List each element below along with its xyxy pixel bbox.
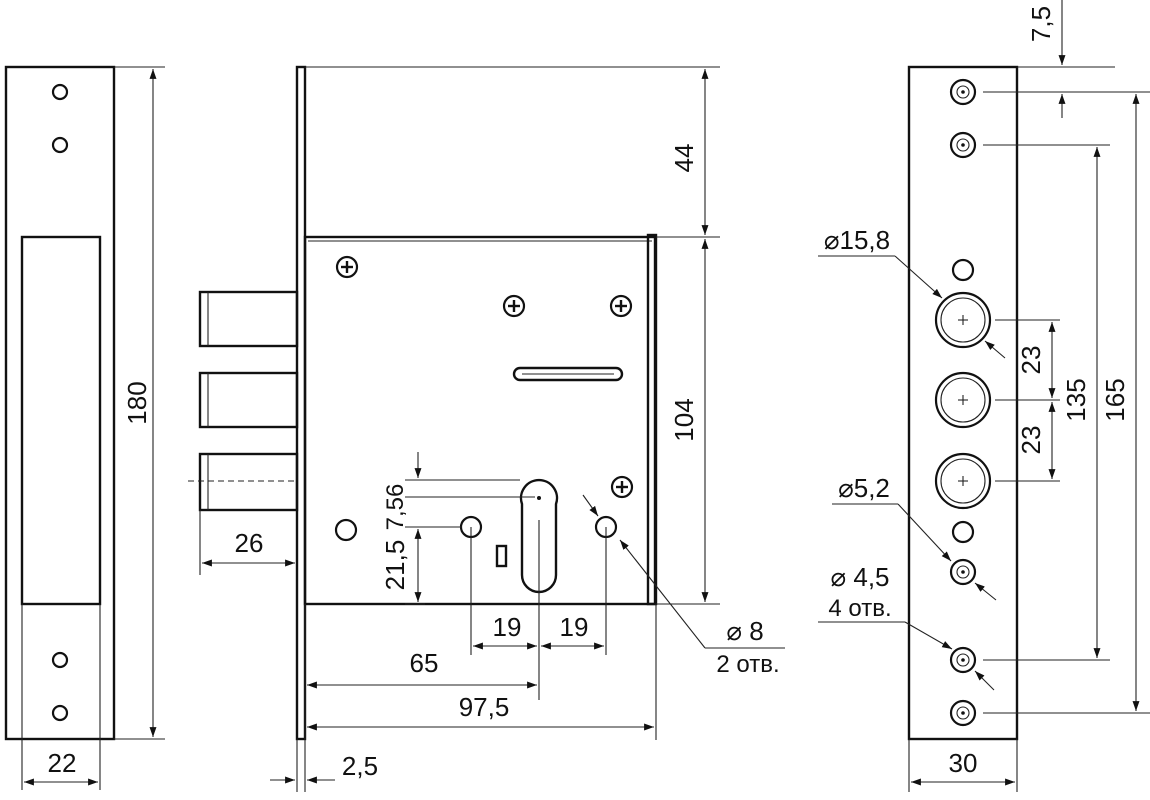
faceplate-width-label: 30 <box>949 748 978 778</box>
strike-screw-hole <box>51 651 69 669</box>
faceplate-screw-hole <box>949 78 977 106</box>
strike-height-label: 180 <box>122 381 152 424</box>
cylinder-lower-label: 21,5 <box>380 540 410 591</box>
faceplate-aux-hole <box>951 258 975 282</box>
screw-hole-label: ⌀ 4,5 <box>830 562 889 592</box>
deadbolt <box>198 290 299 348</box>
bolt-opening <box>934 452 992 510</box>
case-screw-icon <box>502 294 526 318</box>
screw-hole-count-label: 4 отв. <box>828 595 891 622</box>
bolt-projection-label: 26 <box>235 528 264 558</box>
lock-case <box>303 235 657 606</box>
hole-count-label: 2 отв. <box>716 651 779 678</box>
case-height-label: 104 <box>669 398 699 441</box>
faceplate-screw-hole <box>949 646 977 674</box>
deadbolt <box>198 452 299 512</box>
left-hole-spacing-label: 19 <box>493 612 522 642</box>
case-small-slot <box>495 544 508 568</box>
screw-spacing-label: 165 <box>1100 378 1130 421</box>
overall-bolt-label: 135 <box>1061 378 1091 421</box>
case-screw-icon <box>610 475 634 499</box>
strike-plate-outline <box>4 65 116 741</box>
top-margin-label: 7,5 <box>1026 6 1056 42</box>
small-hole-label: ⌀5,2 <box>838 473 890 503</box>
strike-screw-hole <box>51 83 69 101</box>
cylinder-cutout <box>519 478 559 594</box>
cylinder-offset-label: 7,56 <box>382 484 409 531</box>
case-screw-icon <box>609 294 633 318</box>
strike-plate-view: 180 22 <box>4 65 165 790</box>
bolt-spacing-lower-label: 23 <box>1016 426 1046 455</box>
faceplate-thickness-label: 2,5 <box>342 751 378 781</box>
case-flange <box>646 233 658 606</box>
faceplate-aux-hole <box>951 520 975 544</box>
case-slot <box>512 366 624 382</box>
bolt-opening <box>934 371 992 429</box>
case-screw-icon <box>335 255 359 279</box>
deadbolt <box>198 371 299 429</box>
right-hole-spacing-label: 19 <box>560 612 589 642</box>
faceplate <box>295 65 307 741</box>
strike-plate-slot <box>20 235 102 606</box>
faceplate-view: 7,5 165 135 23 23 30 ⌀15,8 ⌀5,2 <box>818 0 1150 792</box>
faceplate-screw-hole <box>949 131 977 159</box>
bolt-diameter-label: ⌀15,8 <box>824 225 890 255</box>
top-offset-label: 44 <box>669 144 699 173</box>
backset-label: 65 <box>410 648 439 678</box>
hole-diameter-label: ⌀ 8 <box>726 616 763 646</box>
bolt-spacing-upper-label: 23 <box>1016 346 1046 375</box>
faceplate-screw-hole <box>949 699 977 727</box>
case-hole <box>334 518 358 542</box>
lock-body-view: 44 104 26 7,56 21,5 19 19 65 97,5 <box>188 65 785 792</box>
faceplate-small-hole <box>949 558 977 586</box>
faceplate-outline <box>907 65 1019 741</box>
strike-width-label: 22 <box>48 748 77 778</box>
strike-screw-hole <box>51 136 69 154</box>
strike-screw-hole <box>51 704 69 722</box>
bolt-opening <box>934 291 992 349</box>
case-width-label: 97,5 <box>459 692 510 722</box>
